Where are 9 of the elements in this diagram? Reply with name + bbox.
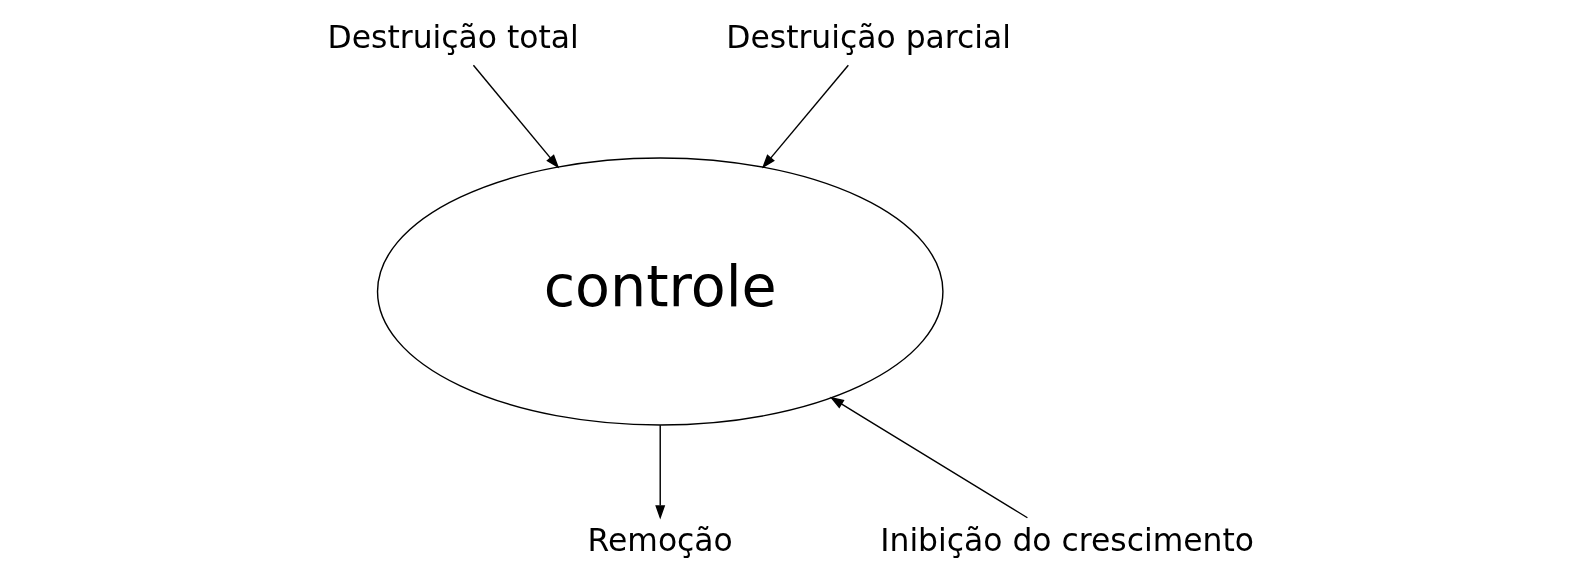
node-text: Remoção [587, 522, 733, 559]
node-ellipse: controle [376, 157, 944, 426]
node-text: Destruição parcial [726, 18, 1011, 55]
arrow [829, 396, 1029, 519]
arrow [472, 64, 560, 169]
node-text: Destruição total [327, 18, 579, 55]
arrow [761, 64, 850, 169]
node-text: Inibição do crescimento [880, 522, 1254, 559]
arrow [655, 424, 666, 520]
